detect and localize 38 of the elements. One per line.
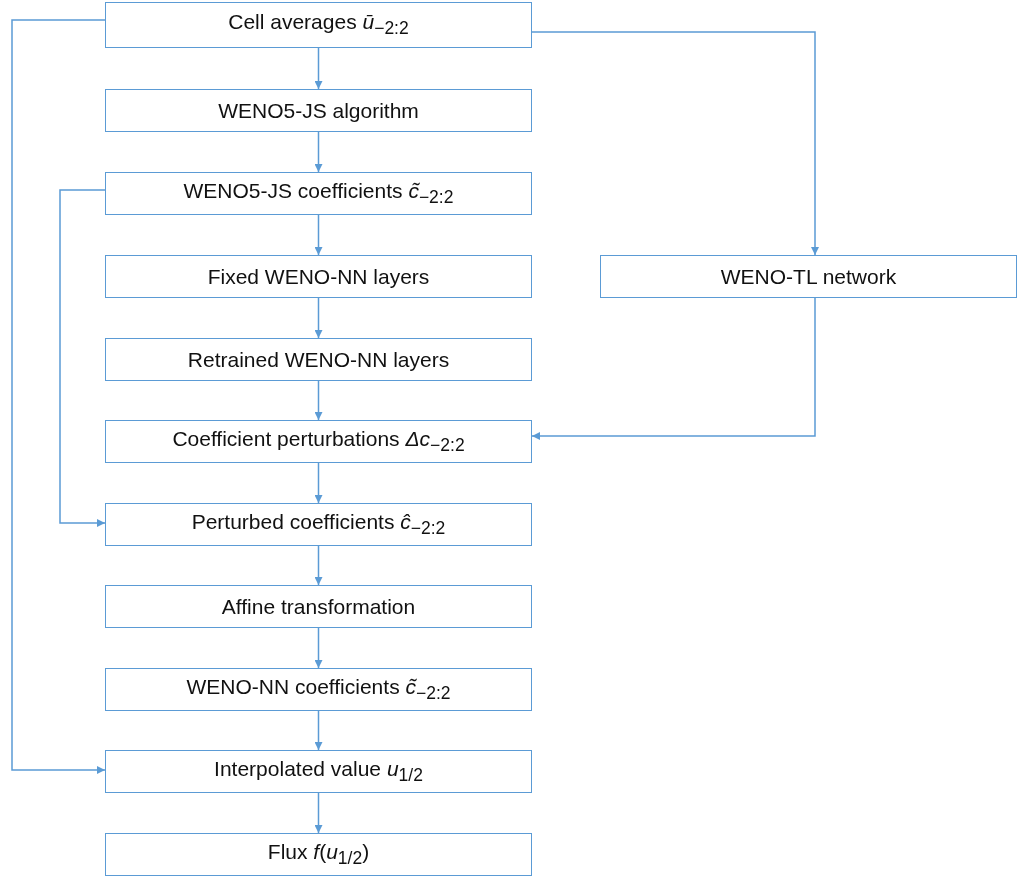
box-label: WENO-TL network [720, 264, 897, 289]
arrow [314, 131, 323, 173]
process-box [105, 750, 532, 793]
process-box [105, 89, 532, 132]
box-label: Perturbed coefficients ĉ$_{−2:2}$ [191, 509, 446, 540]
box-label: Affine transformation [221, 594, 416, 619]
process-box [105, 338, 532, 381]
process-box [105, 420, 532, 463]
process-box [105, 172, 532, 215]
arrow [531, 297, 816, 440]
process-box [105, 2, 532, 48]
arrow [314, 214, 323, 256]
box-label: Interpolated value u$_{1/2}$ [214, 756, 423, 787]
process-box [105, 255, 532, 298]
process-box [105, 833, 532, 876]
arrow [11, 19, 106, 774]
box-label: Fixed WENO-NN layers [207, 264, 430, 289]
process-box [105, 668, 532, 711]
arrow [314, 710, 323, 751]
process-box [105, 503, 532, 546]
arrow [314, 47, 323, 90]
arrow [59, 189, 106, 527]
box-label: Retrained WENO-NN layers [187, 347, 450, 372]
arrow [314, 627, 323, 669]
arrow [314, 545, 323, 586]
box-label: WENO-NN coefficients c̃$_{−2:2}$ [186, 674, 451, 705]
arrow [314, 462, 323, 504]
box-label: WENO5-JS algorithm [218, 98, 419, 123]
arrow [531, 31, 819, 256]
arrow [314, 297, 323, 339]
arrow [314, 380, 323, 421]
arrow [314, 792, 323, 834]
process-box [105, 585, 532, 628]
box-label: Coefficient perturbations Δc$_{−2:2}$ [172, 426, 465, 457]
box-label: WENO5-JS coefficients c̃$_{−2:2}$ [183, 178, 454, 209]
process-box [600, 255, 1017, 298]
box-label: Flux f(u$_{1/2}$) [267, 839, 370, 870]
box-label: Cell averages ū$_{−2:2}$ [228, 10, 409, 40]
